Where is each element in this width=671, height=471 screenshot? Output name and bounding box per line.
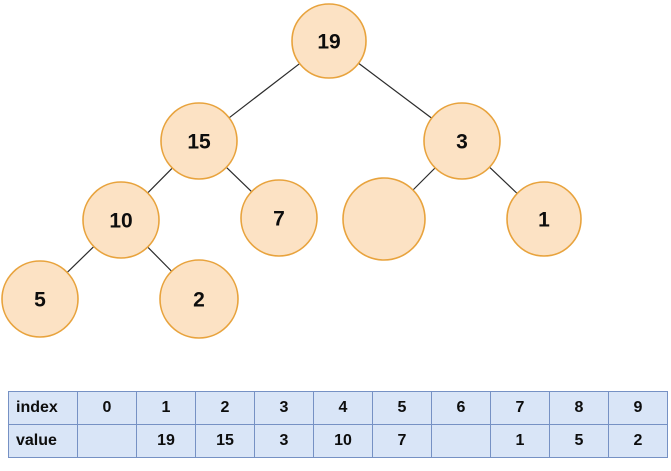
- tree-node-empty[interactable]: [342, 177, 426, 261]
- tree-node-label: 1: [538, 209, 550, 232]
- tree-node[interactable]: 19: [291, 3, 367, 79]
- tree-node-circle: [160, 102, 238, 180]
- tree-node-label: 10: [109, 210, 132, 233]
- tree-node-circle: [159, 259, 239, 339]
- row-label-index: index: [8, 391, 78, 425]
- table-cell[interactable]: 3: [254, 424, 314, 458]
- table-cell[interactable]: 5: [372, 391, 432, 425]
- tree-node[interactable]: 15: [160, 102, 238, 180]
- tree-node-circle: [342, 177, 426, 261]
- tree-edge: [225, 166, 253, 193]
- tree-node-label: 3: [456, 131, 468, 154]
- tree-node[interactable]: 2: [159, 259, 239, 339]
- tree-edge: [147, 246, 173, 272]
- table-cell[interactable]: 15: [195, 424, 255, 458]
- tree-node[interactable]: 7: [240, 179, 318, 257]
- table-cell[interactable]: 1: [490, 424, 550, 458]
- tree-edge: [147, 167, 173, 194]
- table-cell[interactable]: 1: [136, 391, 196, 425]
- tree-edge: [358, 62, 432, 119]
- table-cell[interactable]: 7: [372, 424, 432, 458]
- table-cell[interactable]: 10: [313, 424, 373, 458]
- table-cell[interactable]: 3: [254, 391, 314, 425]
- tree-node-circle: [1, 260, 79, 338]
- tree-node-circle: [423, 102, 501, 180]
- tree-edge: [228, 63, 301, 119]
- tree-node-label: 7: [273, 208, 285, 231]
- tree-edge-group: [66, 62, 518, 273]
- tree-node[interactable]: 5: [1, 260, 79, 338]
- tree-node-label: 19: [317, 31, 340, 54]
- table-cell[interactable]: 8: [549, 391, 609, 425]
- tree-node-label: 15: [187, 131, 211, 154]
- tree-node-circle: [291, 3, 367, 79]
- table-cell[interactable]: 0: [77, 391, 137, 425]
- tree-node-circle: [506, 181, 582, 257]
- table-cell[interactable]: 4: [313, 391, 373, 425]
- table-cell[interactable]: 7: [490, 391, 550, 425]
- table-cell[interactable]: [77, 424, 137, 458]
- table-cell[interactable]: 2: [195, 391, 255, 425]
- tree-edge: [66, 246, 95, 273]
- tree-node-label: 2: [193, 289, 205, 312]
- table-cell[interactable]: [431, 424, 491, 458]
- tree-edge: [489, 166, 518, 194]
- row-label-value: value: [8, 424, 78, 458]
- tree-node[interactable]: 3: [423, 102, 501, 180]
- table-cell[interactable]: 6: [431, 391, 491, 425]
- tree-node-label: 5: [34, 289, 46, 312]
- table-cell[interactable]: 19: [136, 424, 196, 458]
- tree-node[interactable]: 1: [506, 181, 582, 257]
- tree-node-circle: [82, 181, 160, 259]
- table-cell[interactable]: 5: [549, 424, 609, 458]
- tree-node-circle: [240, 179, 318, 257]
- table-cell[interactable]: 9: [608, 391, 668, 425]
- table-cell[interactable]: 2: [608, 424, 668, 458]
- tree-node[interactable]: 10: [82, 181, 160, 259]
- tree-edge: [412, 167, 436, 191]
